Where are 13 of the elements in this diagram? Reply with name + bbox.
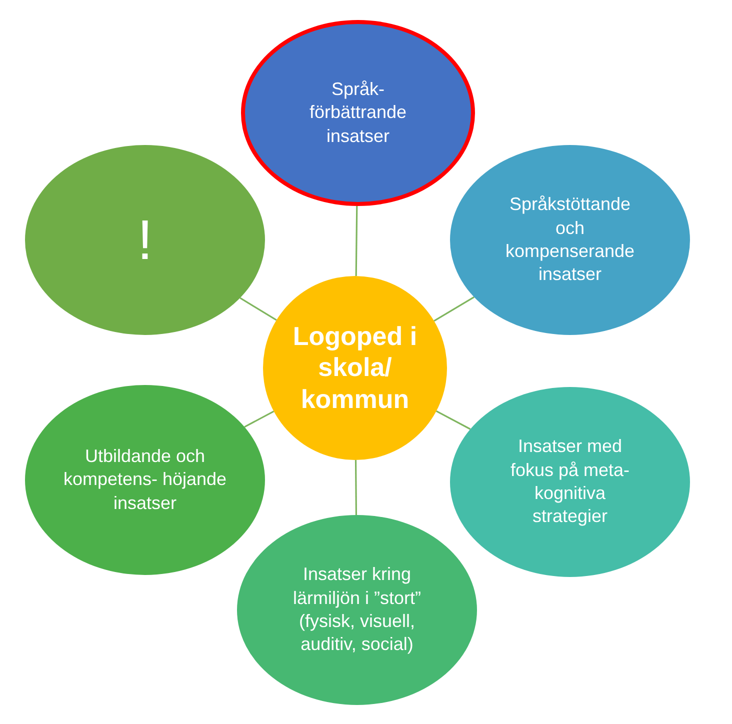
node-label: Språkstöttande och kompenserande insatser	[504, 193, 636, 286]
connector-line	[434, 296, 474, 322]
connector-line	[240, 297, 277, 321]
connector-line	[436, 410, 471, 430]
connector-line	[355, 206, 358, 276]
node-label: Språk- förbättrande insatser	[308, 78, 408, 148]
node-label: Logoped i skola/ kommun	[292, 321, 418, 415]
node-label: Utbildande och kompetens- höjande insatser	[62, 444, 228, 515]
connector-line	[354, 460, 358, 515]
node-label: !	[136, 206, 154, 273]
node-label: Insatser med fokus på meta- kognitiva strategier	[509, 435, 631, 528]
connector-line	[244, 410, 274, 428]
node-label: Insatser kring lärmiljön i ”stort” (fysisk, visuell, auditiv, social)	[292, 563, 422, 656]
